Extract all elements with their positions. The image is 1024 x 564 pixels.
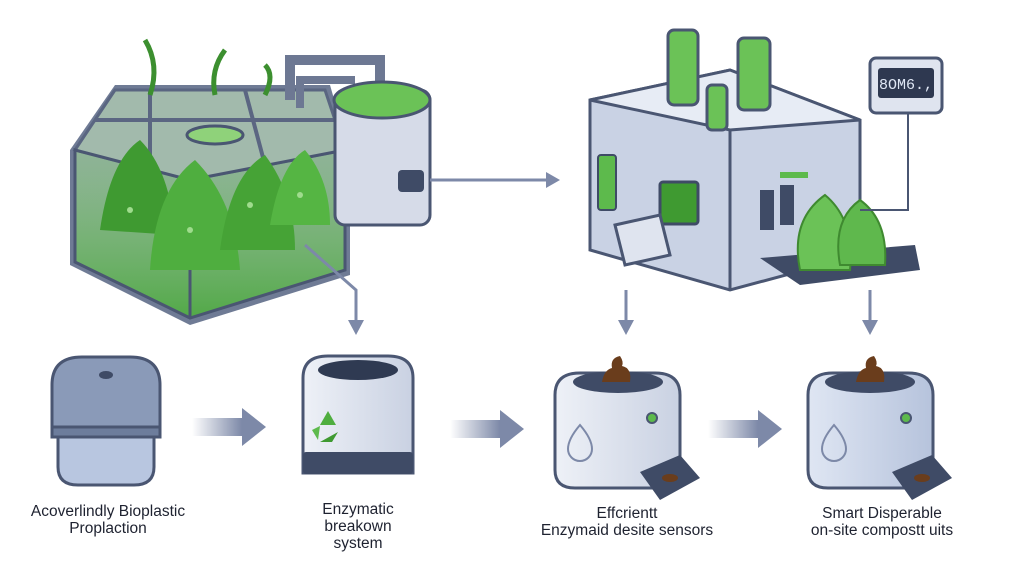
droplet-icon <box>820 423 848 462</box>
caption-line: Enzymaid desite sensors <box>540 522 714 539</box>
caption-line: breakown <box>324 518 392 535</box>
caption-enzymatic: Enzymatic breakown system <box>298 501 418 552</box>
waste-icon <box>856 356 885 382</box>
processing-machine: 8OM6., <box>588 28 944 292</box>
bioreactor-tank <box>70 38 432 325</box>
caption-line: on-site compostt uits <box>810 522 954 539</box>
caption-bioplastic: Acoverlindly Bioplastic Proplaction <box>18 503 198 537</box>
caption-compost: Smart Disperable on-site compostt uits <box>787 505 977 539</box>
enzyme-sensor-unit <box>553 356 700 500</box>
caption-line: system <box>333 535 383 552</box>
recycle-icon <box>312 411 338 442</box>
caption-line: Proplaction <box>69 520 147 537</box>
display-readout: 8OM6., <box>879 77 933 94</box>
caption-sensors: Effcrientt Enzymaid desite sensors <box>522 505 732 539</box>
compost-unit <box>806 356 952 500</box>
caption-line: Effcrientt <box>596 505 658 522</box>
waste-icon <box>602 356 631 382</box>
caption-line: Enzymatic <box>322 501 394 518</box>
bioplastic-container <box>50 355 162 487</box>
caption-line: Acoverlindly Bioplastic <box>30 503 186 520</box>
droplet-icon <box>566 423 594 462</box>
connector-arrows <box>192 172 878 448</box>
enzymatic-unit <box>301 354 415 475</box>
caption-line: Smart Disperable <box>822 505 942 522</box>
